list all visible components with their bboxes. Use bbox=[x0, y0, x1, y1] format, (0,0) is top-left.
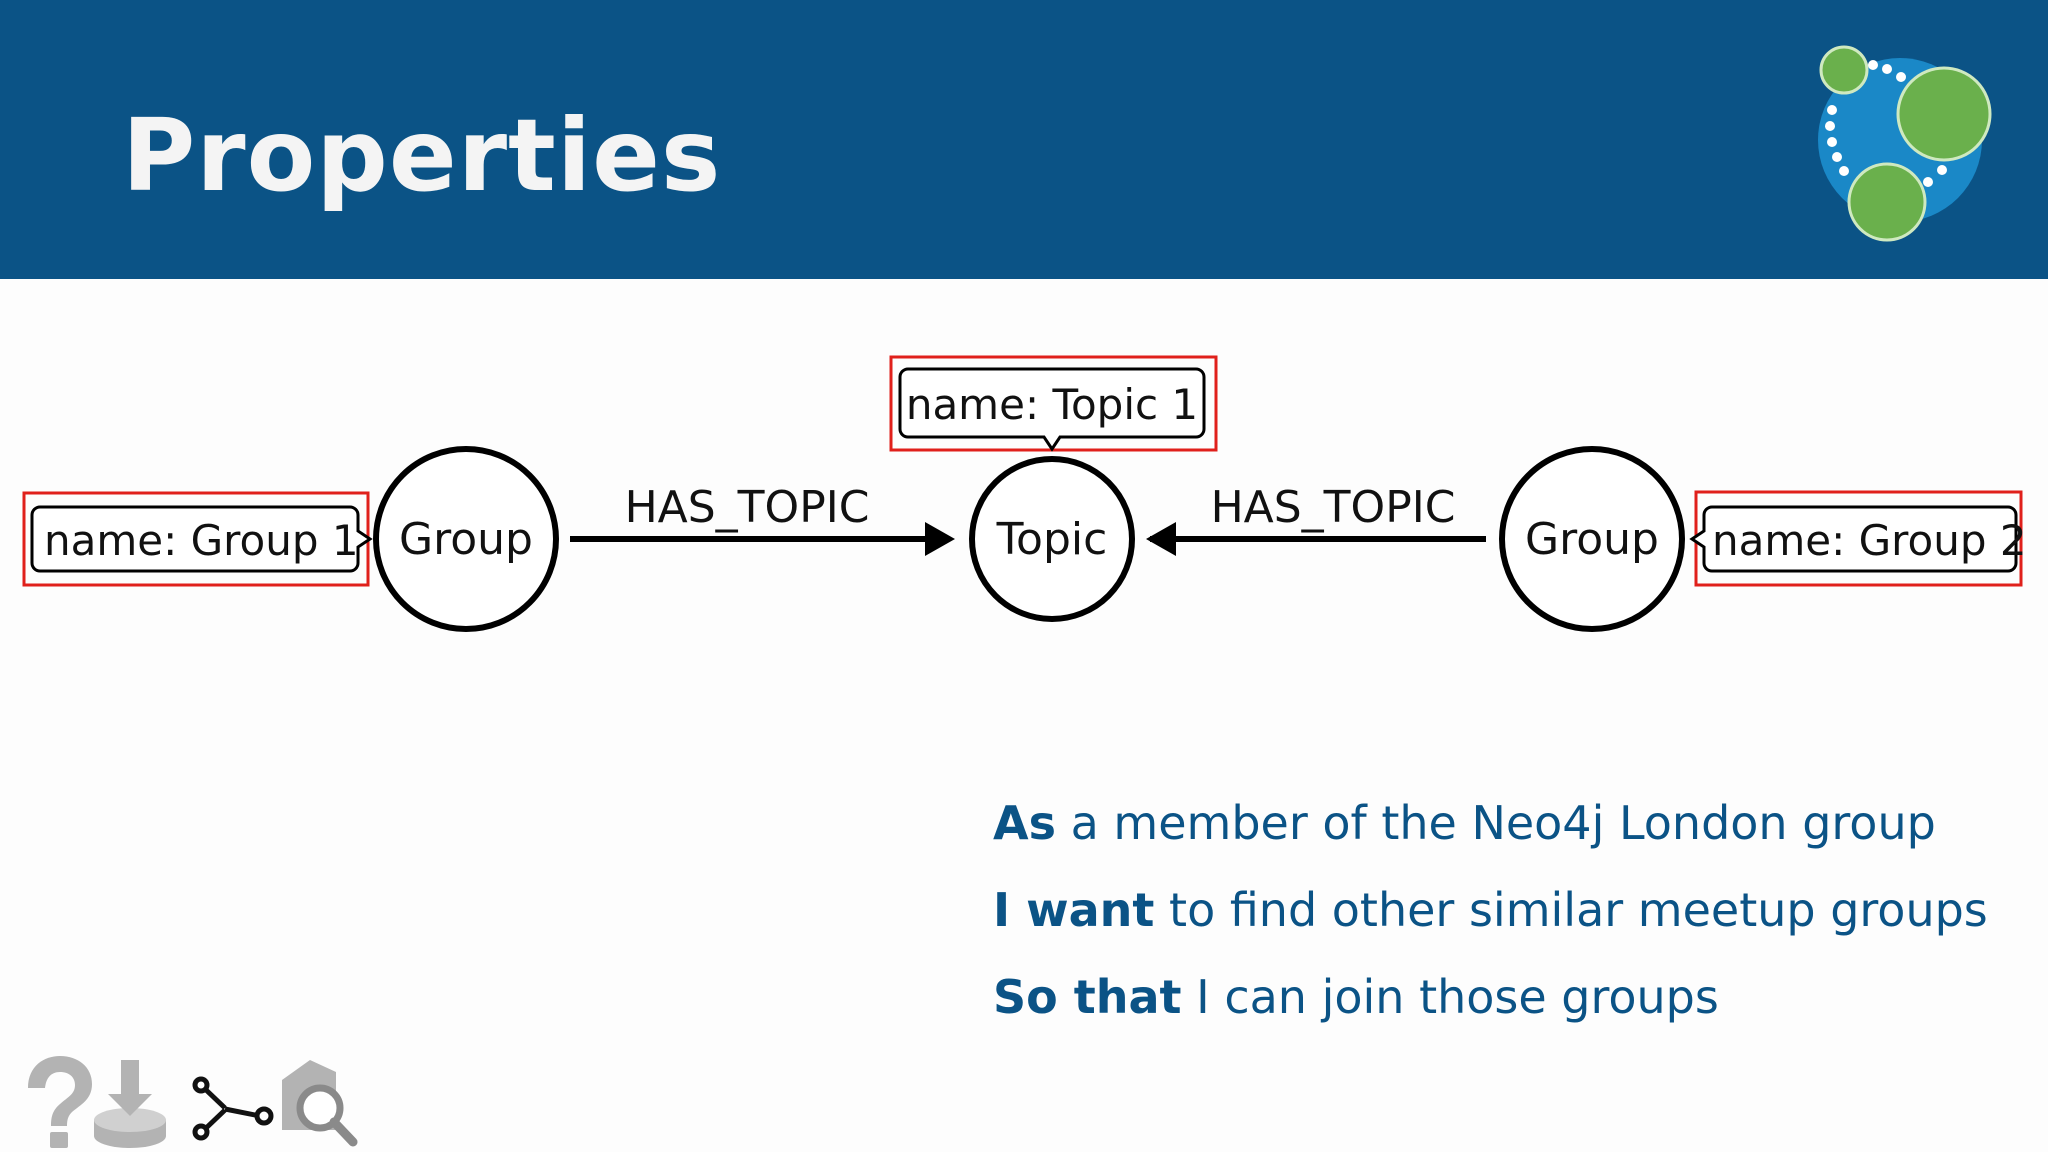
user-story: As a member of the Neo4j London group I … bbox=[993, 780, 2043, 1041]
story-text: to find other similar meetup groups bbox=[1154, 883, 1988, 937]
slide-header: Properties bbox=[0, 0, 2048, 279]
story-line-i-want: I want to find other similar meetup grou… bbox=[993, 867, 2043, 954]
property-bubble bbox=[1689, 505, 2018, 573]
node-label: Topic bbox=[996, 514, 1108, 565]
neo4j-logo bbox=[1818, 45, 1992, 242]
property-text: name: Group 1 bbox=[44, 516, 359, 565]
property-callout-group-1: name: Group 1 bbox=[22, 491, 373, 587]
arrow-head-icon bbox=[1146, 522, 1176, 556]
story-line-so-that: So that I can join those groups bbox=[993, 954, 2043, 1041]
node-circle bbox=[969, 456, 1135, 622]
node-group-1: Group bbox=[373, 446, 559, 632]
logo-large-node bbox=[1896, 66, 1992, 162]
story-keyword: So that bbox=[993, 970, 1182, 1024]
relationship-label: HAS_TOPIC bbox=[625, 482, 870, 533]
relationship-label: HAS_TOPIC bbox=[1211, 482, 1456, 533]
property-text: name: Group 2 bbox=[1712, 516, 2027, 565]
property-callout-topic: name: Topic 1 bbox=[889, 355, 1218, 452]
property-bubble bbox=[30, 505, 373, 573]
story-text: I can join those groups bbox=[1181, 970, 1719, 1024]
node-circle bbox=[373, 446, 559, 632]
property-text: name: Topic 1 bbox=[906, 380, 1198, 429]
node-group-2: Group bbox=[1499, 446, 1685, 632]
property-bubble bbox=[898, 367, 1206, 452]
story-line-as: As a member of the Neo4j London group bbox=[993, 780, 2043, 867]
story-keyword: I want bbox=[993, 883, 1155, 937]
node-label: Group bbox=[1525, 514, 1659, 565]
property-callout-group-2: name: Group 2 bbox=[1689, 490, 2027, 587]
logo-dots bbox=[1825, 60, 1947, 187]
logo-small-node bbox=[1819, 45, 1869, 95]
highlight-box bbox=[889, 355, 1218, 452]
bottom-toolbar bbox=[28, 1056, 358, 1148]
slide-title: Properties bbox=[122, 97, 722, 214]
story-text: a member of the Neo4j London group bbox=[1055, 796, 1936, 850]
node-topic: Topic bbox=[969, 456, 1135, 622]
help-icon[interactable] bbox=[28, 1056, 92, 1148]
logo-bottom-node bbox=[1847, 162, 1927, 242]
relationship-has-topic-1: HAS_TOPIC bbox=[570, 482, 955, 556]
story-keyword: As bbox=[993, 796, 1056, 850]
node-circle bbox=[1499, 446, 1685, 632]
graph-icon[interactable] bbox=[192, 1076, 274, 1141]
arrow-head-icon bbox=[925, 522, 955, 556]
relationship-has-topic-2: HAS_TOPIC bbox=[1146, 482, 1486, 556]
download-icon[interactable] bbox=[94, 1060, 166, 1148]
tag-search-icon[interactable] bbox=[282, 1060, 358, 1147]
graph-diagram: HAS_TOPIC HAS_TOPIC Group name: Group 1 … bbox=[22, 355, 2027, 632]
node-label: Group bbox=[399, 514, 533, 565]
